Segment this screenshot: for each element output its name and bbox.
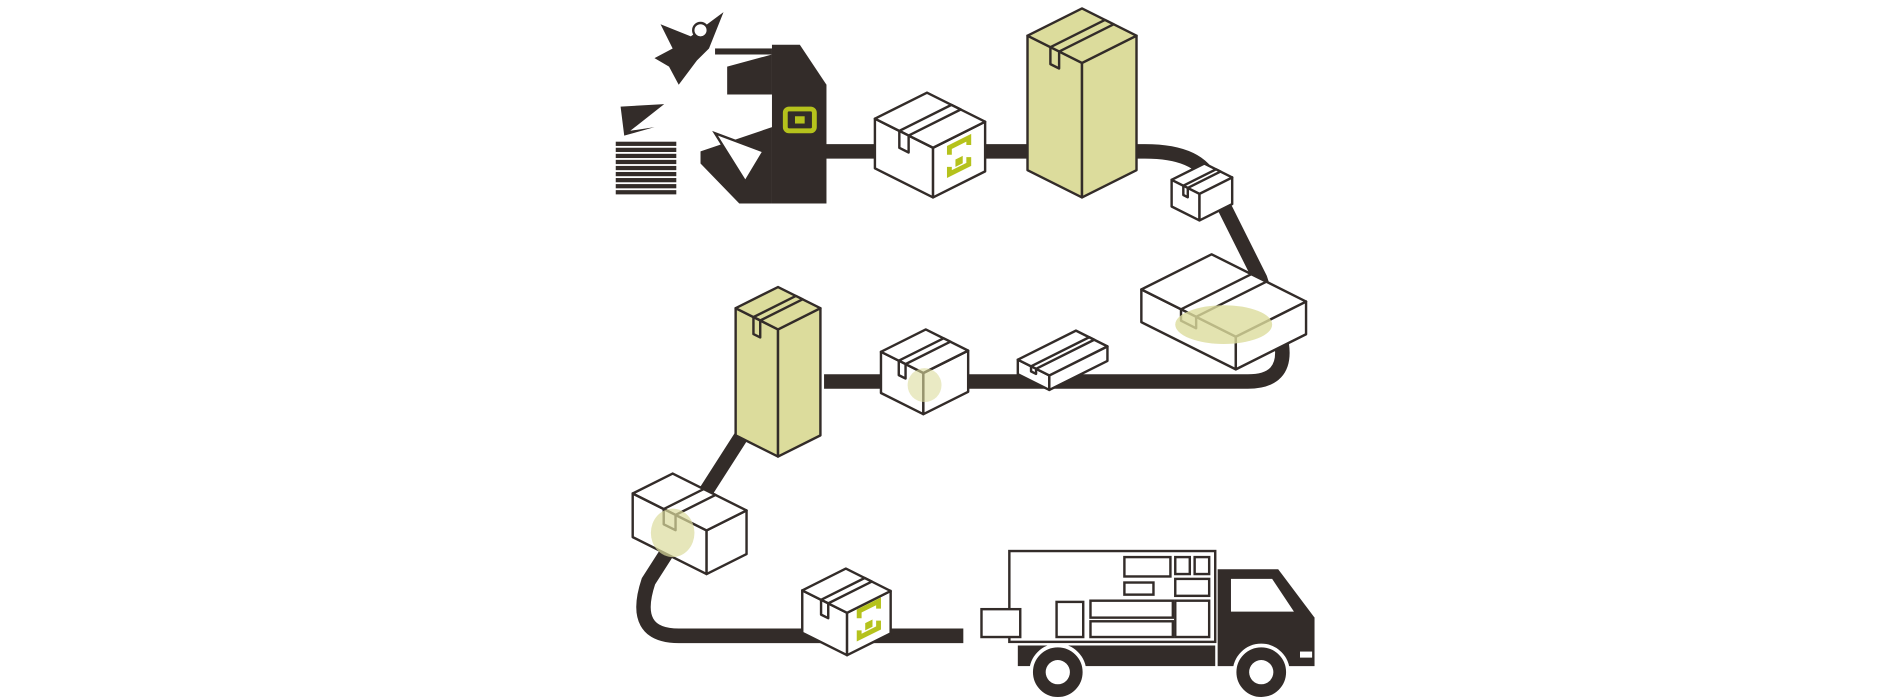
flat-sheet <box>620 104 665 136</box>
robot-arm <box>654 12 724 85</box>
sheet-stack-layer <box>615 159 677 165</box>
conveyor-path <box>636 144 1290 644</box>
box-tape-flap <box>898 129 910 154</box>
box-tape-flap <box>1182 184 1189 199</box>
box-icon <box>1170 162 1234 222</box>
cargo-package <box>1123 581 1155 596</box>
box-right-face <box>776 307 822 458</box>
machine-column <box>771 44 827 204</box>
box-contents <box>907 368 942 403</box>
delivery-truck-icon <box>980 549 1315 700</box>
box-tape-flap <box>1029 365 1038 376</box>
box-icon <box>879 328 970 416</box>
logo-icon-center <box>794 116 805 124</box>
machine-arm <box>715 48 772 55</box>
box-icon <box>631 472 748 576</box>
box-icon <box>873 91 987 199</box>
box-contents <box>650 508 695 558</box>
machine-flap <box>712 130 766 184</box>
truck-wheel-hub <box>1249 660 1274 685</box>
logo-icon <box>946 133 972 179</box>
sheet-stack-layer <box>615 153 677 159</box>
cargo-package <box>1174 555 1192 576</box>
box-tape-flap <box>897 359 907 380</box>
box-tape-flap <box>819 598 830 620</box>
sheet-stack-layer <box>615 147 677 152</box>
cargo-package <box>1055 600 1085 639</box>
cargo-package <box>1174 577 1211 598</box>
box-icon <box>1026 7 1138 199</box>
packaging-machine-icon <box>615 12 827 204</box>
cargo-package <box>1174 599 1211 639</box>
box-icon <box>1016 329 1109 392</box>
truck-headlight <box>1300 651 1313 658</box>
box-contents <box>1175 305 1273 344</box>
box-tape-flap <box>1049 45 1061 70</box>
box-group <box>631 7 1308 657</box>
cargo-package <box>980 607 1022 639</box>
logo-icon <box>856 597 881 642</box>
box-icon <box>734 285 822 458</box>
sheet-stack-layer <box>615 171 677 177</box>
logo-icon <box>782 106 817 134</box>
sheet-stack-layer <box>615 141 677 146</box>
sheet-stack-layer <box>615 184 677 189</box>
box-icon <box>801 567 892 657</box>
sheet-stack-layer <box>615 165 677 171</box>
logo-icon-center <box>865 619 873 631</box>
conveyor-lower <box>636 426 964 644</box>
cargo-package <box>1123 555 1172 578</box>
sheet-stack-layer <box>615 190 677 195</box>
sheet-stack-layer <box>615 178 677 183</box>
cargo-package <box>1089 620 1175 639</box>
box-tape-flap <box>752 315 762 339</box>
cargo-package <box>1089 599 1175 619</box>
conveyor-upper <box>824 144 1290 389</box>
machine-head <box>727 54 772 95</box>
cargo-package <box>1193 555 1211 576</box>
robot-joint <box>692 21 709 39</box>
truck-window <box>1230 578 1294 612</box>
logo-icon-center <box>955 155 963 167</box>
truck-wheel-hub <box>1045 660 1070 685</box>
